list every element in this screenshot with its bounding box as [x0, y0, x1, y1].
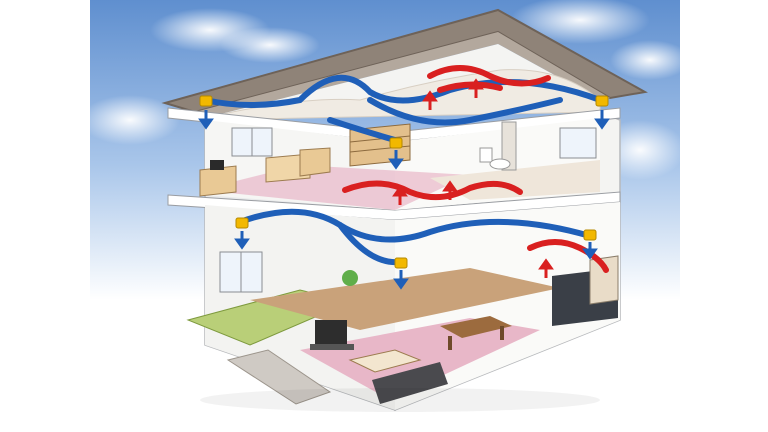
- down-arrow-icon: [582, 242, 598, 260]
- supply-arrows: [198, 110, 610, 290]
- dining-table: [440, 316, 512, 350]
- up-arrow-icon: [392, 185, 408, 205]
- toilet: [479, 147, 511, 170]
- diffuser-ground-center: [394, 257, 408, 269]
- diffuser-attic-left: [199, 95, 213, 107]
- up-arrow-icon: [538, 258, 554, 278]
- diffusers: [199, 95, 609, 269]
- diffuser-ground-left: [235, 217, 249, 229]
- down-arrow-icon: [234, 231, 250, 250]
- down-arrow-icon: [388, 150, 404, 170]
- paving-stones: [226, 349, 332, 405]
- down-arrow-icon: [198, 110, 214, 130]
- return-arrows: [392, 78, 554, 278]
- ground-shadow: [200, 388, 600, 412]
- ground-floor: [186, 202, 620, 410]
- diffuser-upper-center: [389, 137, 403, 149]
- attic-ducts: [202, 65, 603, 143]
- diffuser-ground-right: [583, 229, 597, 241]
- window-right-upper: [559, 127, 597, 159]
- diffuser-attic-right: [595, 95, 609, 107]
- kitchen-cabinets: [552, 255, 619, 326]
- sofa: [372, 362, 448, 404]
- ceiling-ducts: [237, 180, 609, 273]
- coffee-table: [348, 349, 422, 373]
- door-upper: [501, 121, 517, 171]
- desk: [199, 160, 237, 197]
- tv: [310, 320, 354, 350]
- down-arrow-icon: [594, 110, 610, 130]
- living-wood-floor: [250, 268, 560, 330]
- plant: [342, 270, 358, 286]
- desk-right: [265, 147, 331, 183]
- up-arrow-icon: [422, 90, 438, 110]
- up-arrow-icon: [468, 78, 484, 98]
- up-arrow-icon: [442, 180, 458, 200]
- down-arrow-icon: [393, 270, 409, 290]
- living-carpet: [300, 318, 540, 400]
